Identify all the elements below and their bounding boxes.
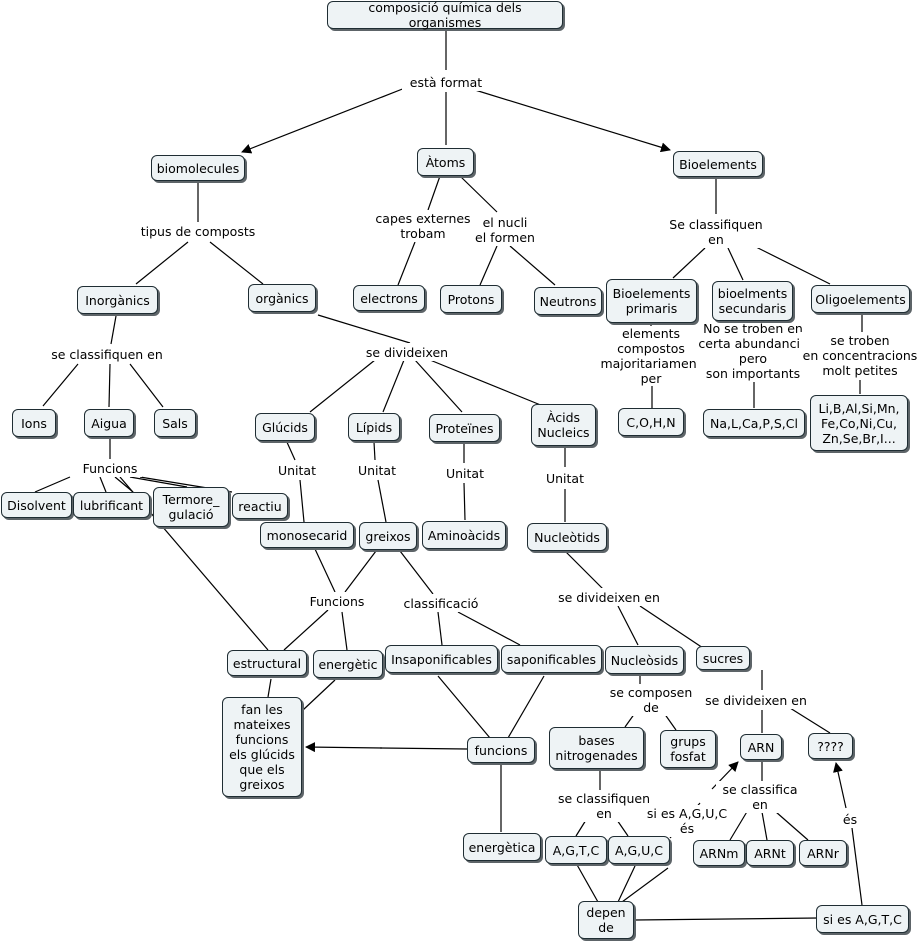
node-agtc[interactable]: A,G,T,C <box>545 836 607 864</box>
node-estructural[interactable]: estructural <box>227 650 307 676</box>
link-classificacio: classificació <box>400 594 482 612</box>
link-unitat-proteines: Unitat <box>442 464 488 482</box>
node-insaponificables[interactable]: Insaponificables <box>385 645 498 673</box>
node-dissolvent[interactable]: Disolvent <box>1 492 72 518</box>
link-se-divideixen-en: se divideixen en <box>556 588 662 606</box>
node-energetic[interactable]: energètic <box>313 650 383 678</box>
node-monosecarid[interactable]: monosecarid <box>260 522 354 548</box>
node-electrons[interactable]: electrons <box>353 285 425 311</box>
node-aminoacids[interactable]: Aminoàcids <box>422 521 506 549</box>
link-funcions-aigua: Funcions <box>78 459 142 477</box>
node-cohn[interactable]: C,O,H,N <box>618 408 684 436</box>
node-lipids[interactable]: Lípids <box>348 413 400 441</box>
node-secundaris-list[interactable]: Na,L,Ca,P,S,Cl <box>703 409 805 437</box>
link-se-classifiquen-bio: Se classifiquen en <box>666 216 766 248</box>
node-lubrificant[interactable]: lubrificant <box>73 492 150 518</box>
node-biomolecules[interactable]: biomolecules <box>151 155 245 181</box>
node-protons[interactable]: Protons <box>440 285 502 313</box>
node-root[interactable]: composició química dels organismes <box>327 0 563 30</box>
link-no-se-troben: No se troben en certa abundancia pero so… <box>697 321 809 381</box>
node-unknown[interactable]: ???? <box>808 733 853 759</box>
link-el-nucli: el nucli el formen <box>470 214 540 246</box>
link-si-es-aguc: si es A,G,U,C és <box>644 805 730 837</box>
node-organics[interactable]: orgànics <box>248 284 316 312</box>
link-esta-format: està format <box>402 73 490 91</box>
node-bases-nitrogenades[interactable]: bases nitrogenades <box>549 727 644 769</box>
link-se-divideixen: se divideixen <box>362 343 452 361</box>
node-bioelements-primaris[interactable]: Bioelements primaris <box>606 279 697 323</box>
node-nucleosids[interactable]: Nucleòsids <box>605 646 684 674</box>
link-se-divideixen-en-sucres: se divideixen en <box>702 691 810 709</box>
node-funcions[interactable]: funcions <box>467 737 535 763</box>
node-glucids[interactable]: Glúcids <box>255 413 315 441</box>
node-grups-fosfat[interactable]: grups fosfat <box>660 730 716 768</box>
link-tipus-composts: tipus de composts <box>138 222 258 240</box>
node-greixos[interactable]: greixos <box>359 522 417 550</box>
node-sals[interactable]: Sals <box>154 409 196 437</box>
node-aguc[interactable]: A,G,U,C <box>608 836 670 864</box>
link-se-troben: se troben en concentracions molt petites <box>800 332 918 378</box>
node-arnr[interactable]: ARNr <box>799 840 847 866</box>
node-neutrons[interactable]: Neutrons <box>534 287 602 315</box>
node-arnt[interactable]: ARNt <box>746 840 794 866</box>
link-se-composen-de: se composen de <box>606 684 696 716</box>
node-fan-les-mateixes[interactable]: fan les mateixes funcions els glúcids qu… <box>222 697 302 797</box>
node-nucleotids[interactable]: Nucleòtids <box>527 523 607 551</box>
node-aigua[interactable]: Aigua <box>84 409 134 437</box>
node-reactiu[interactable]: reactiu <box>232 493 288 519</box>
node-ions[interactable]: Ions <box>12 409 56 437</box>
node-depende[interactable]: depen de <box>578 901 634 939</box>
link-unitat-lipids: Unitat <box>354 461 400 479</box>
node-arn[interactable]: ARN <box>740 734 782 760</box>
node-sucres[interactable]: sucres <box>696 646 750 670</box>
node-proteines[interactable]: Proteïnes <box>429 414 500 442</box>
link-elements-compostos: elements compostos majoritariament per <box>596 326 706 386</box>
node-termoregulacio[interactable]: Termore_ gulació <box>153 487 229 527</box>
link-unitat-glucids: Unitat <box>274 461 320 479</box>
node-bioelements[interactable]: Bioelements <box>673 151 763 177</box>
node-oligoelements[interactable]: Oligoelements <box>811 285 910 313</box>
link-se-classifiquen-bases: se classifiquen en <box>555 790 653 822</box>
node-energetica[interactable]: energètica <box>463 833 541 861</box>
link-funcions-greixos: Funcions <box>306 592 368 610</box>
link-capes-externes: capes externes trobam <box>375 210 471 242</box>
link-es: és <box>838 810 862 828</box>
link-se-classifica-en: se classifica en <box>716 781 804 813</box>
link-unitat-acids: Unitat <box>542 469 588 487</box>
node-atoms[interactable]: Àtoms <box>417 148 474 176</box>
node-oligo-list[interactable]: Li,B,Al,Si,Mn, Fe,Co,Ni,Cu, Zn,Se,Br,I..… <box>810 395 908 451</box>
node-si-es-agtc[interactable]: si es A,G,T,C <box>816 905 909 933</box>
node-inorganics[interactable]: Inorgànics <box>77 286 158 314</box>
node-arnm[interactable]: ARNm <box>693 840 745 866</box>
link-se-classifiquen-inorg: se classifiquen en <box>48 345 166 363</box>
node-saponificables[interactable]: saponificables <box>501 645 602 673</box>
node-bioelements-secundaris[interactable]: bioelments secundaris <box>712 281 793 321</box>
node-acids-nucleics[interactable]: Àcids Nucleics <box>531 404 596 446</box>
